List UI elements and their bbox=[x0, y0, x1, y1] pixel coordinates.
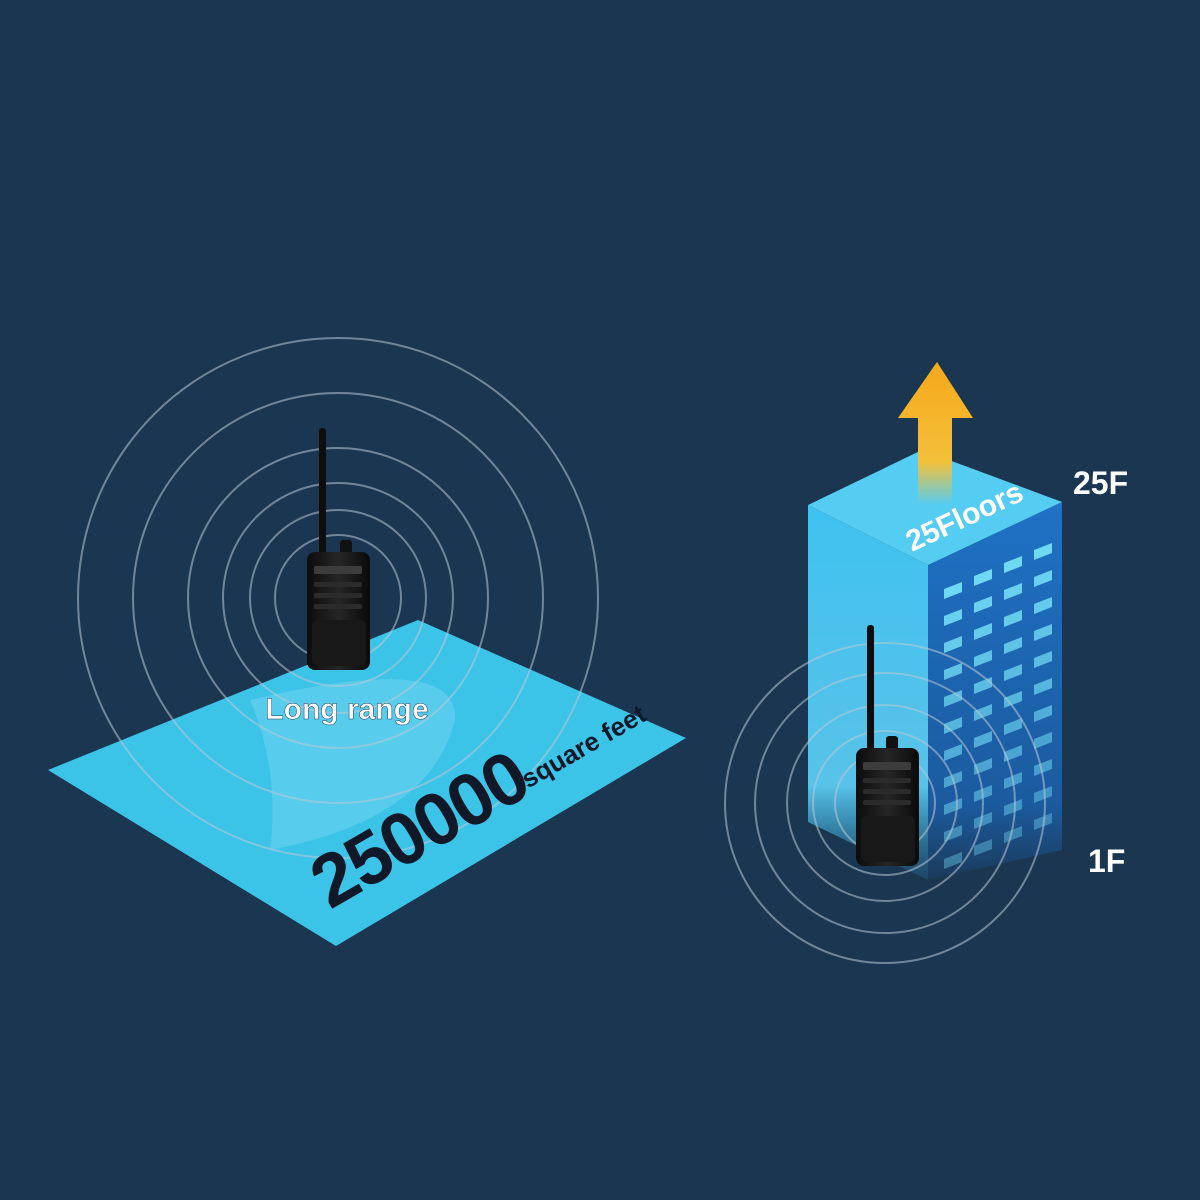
building-window bbox=[1004, 799, 1022, 816]
building-window bbox=[974, 812, 992, 829]
right-scene: 25Floors 25F 1F bbox=[724, 362, 1128, 964]
top-floor-label: 25F bbox=[1073, 465, 1128, 501]
building-window bbox=[944, 717, 962, 734]
building-window bbox=[1004, 718, 1022, 735]
building-window bbox=[944, 582, 962, 599]
walkie-talkie-icon bbox=[307, 428, 370, 670]
building-window bbox=[1004, 691, 1022, 708]
building-window bbox=[1004, 826, 1022, 843]
building-window bbox=[1004, 583, 1022, 600]
building-window bbox=[1034, 624, 1052, 641]
building-window bbox=[1004, 664, 1022, 681]
building-window bbox=[1034, 786, 1052, 803]
building-window bbox=[974, 839, 992, 856]
building-window bbox=[974, 650, 992, 667]
up-arrow-icon bbox=[898, 362, 973, 505]
building-window bbox=[944, 852, 962, 869]
building-window bbox=[974, 623, 992, 640]
building-window bbox=[1034, 543, 1052, 560]
building-side-face bbox=[928, 502, 1062, 880]
building-window bbox=[944, 636, 962, 653]
building-window bbox=[1034, 678, 1052, 695]
bottom-floor-label: 1F bbox=[1088, 843, 1125, 879]
building-window bbox=[1034, 732, 1052, 749]
building-window bbox=[1034, 759, 1052, 776]
building-top-face bbox=[808, 450, 1062, 565]
building-window bbox=[1004, 556, 1022, 573]
building-window bbox=[1034, 570, 1052, 587]
building-window bbox=[974, 731, 992, 748]
long-range-caption: Long range bbox=[265, 693, 428, 726]
building-window bbox=[974, 596, 992, 613]
building-window bbox=[974, 704, 992, 721]
building-window bbox=[1034, 651, 1052, 668]
building-window bbox=[1004, 610, 1022, 627]
floor-area-plane bbox=[48, 620, 686, 946]
building-window bbox=[1004, 745, 1022, 762]
building-window bbox=[1034, 597, 1052, 614]
building-window bbox=[974, 569, 992, 586]
building-window bbox=[944, 609, 962, 626]
building-window bbox=[1034, 705, 1052, 722]
building-windows bbox=[944, 543, 1052, 869]
building-window bbox=[944, 744, 962, 761]
walkie-talkie-icon bbox=[856, 625, 919, 866]
building-window bbox=[1004, 637, 1022, 654]
floor-highlight bbox=[250, 679, 456, 850]
building-window bbox=[944, 663, 962, 680]
left-scene: Long range 250000 square feet bbox=[48, 337, 686, 946]
